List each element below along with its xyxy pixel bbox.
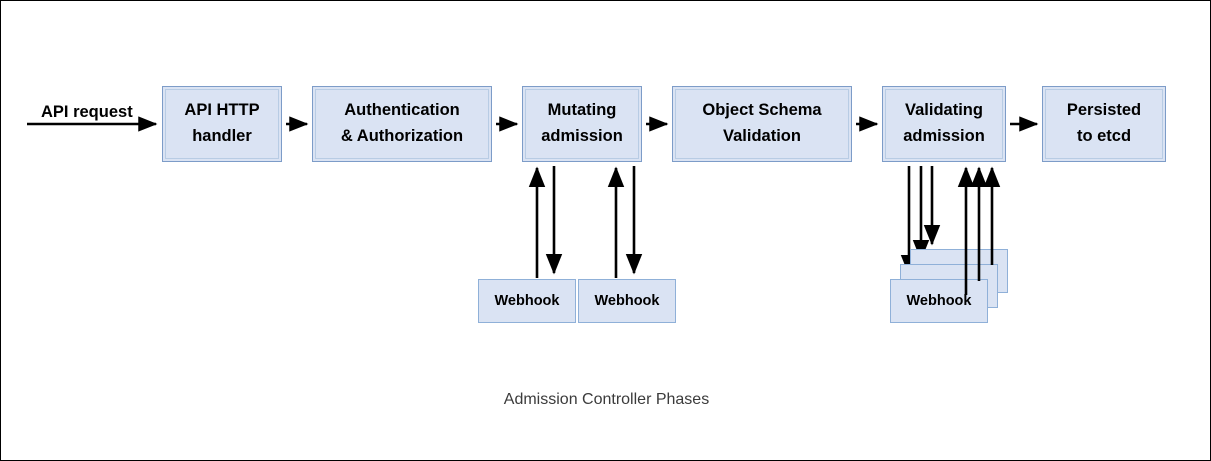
phase-box-inner: Mutating admission bbox=[525, 89, 639, 159]
webhook-box-validating-front[interactable]: Webhook bbox=[890, 279, 988, 323]
phase-box-inner: Validating admission bbox=[885, 89, 1003, 159]
phase-box-mutating-admission[interactable]: Mutating admission bbox=[522, 86, 642, 162]
phase-box-validating-admission[interactable]: Validating admission bbox=[882, 86, 1006, 162]
webhook-box-mutating-1[interactable]: Webhook bbox=[478, 279, 576, 323]
phase-box-inner: API HTTP handler bbox=[165, 89, 279, 159]
phase-label-line2: Validation bbox=[723, 127, 801, 145]
phase-box-inner: Object Schema Validation bbox=[675, 89, 849, 159]
phase-box-inner: Persisted to etcd bbox=[1045, 89, 1163, 159]
phase-label-line2: admission bbox=[541, 127, 623, 145]
diagram-caption: Admission Controller Phases bbox=[503, 391, 710, 408]
phase-label-line1: Object Schema bbox=[702, 101, 822, 120]
phase-box-object-schema-validation[interactable]: Object Schema Validation bbox=[672, 86, 852, 162]
phase-label-line2: handler bbox=[192, 127, 252, 145]
phase-label-line1: Persisted bbox=[1066, 101, 1142, 120]
webhook-label: Webhook bbox=[494, 293, 560, 309]
phase-label-line2: to etcd bbox=[1076, 127, 1132, 145]
phase-label-line1: Mutating bbox=[547, 101, 617, 120]
phase-label-line1: Validating bbox=[905, 101, 983, 120]
api-request-label: API request bbox=[41, 103, 133, 121]
phase-label-line2: & Authorization bbox=[340, 127, 464, 145]
phase-label-line2: admission bbox=[903, 127, 985, 145]
webhook-label: Webhook bbox=[906, 293, 972, 309]
phase-box-api-http-handler[interactable]: API HTTP handler bbox=[162, 86, 282, 162]
phase-box-persisted-to-etcd[interactable]: Persisted to etcd bbox=[1042, 86, 1166, 162]
phase-box-authentication-authorization[interactable]: Authentication & Authorization bbox=[312, 86, 492, 162]
phase-box-inner: Authentication & Authorization bbox=[315, 89, 489, 159]
webhook-box-mutating-2[interactable]: Webhook bbox=[578, 279, 676, 323]
webhook-label: Webhook bbox=[594, 293, 660, 309]
phase-label-line1: API HTTP bbox=[184, 101, 260, 120]
phase-label-line1: Authentication bbox=[344, 101, 460, 120]
